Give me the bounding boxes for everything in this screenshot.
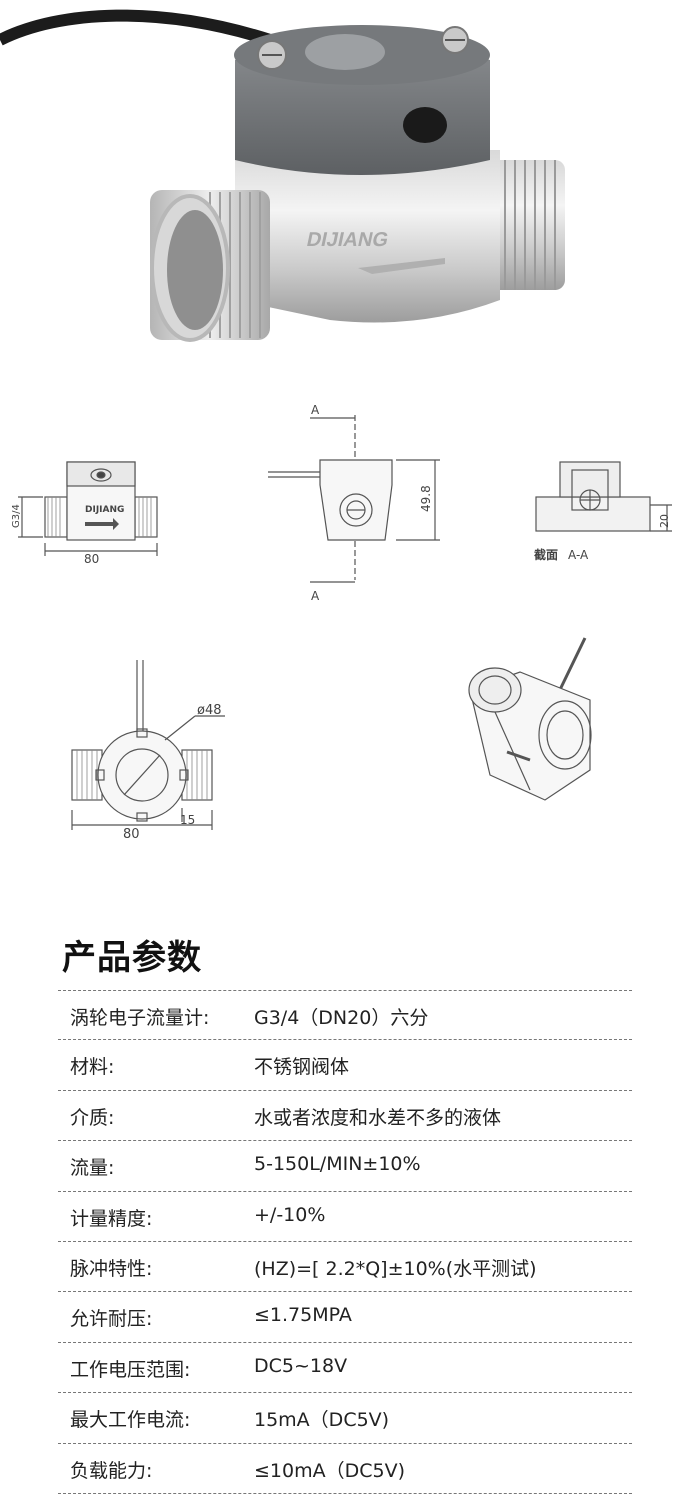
spec-label: 脉冲特性: [70, 1257, 153, 1280]
valve-body [235, 150, 500, 323]
spec-title: 产品参数 [62, 938, 202, 978]
section-view [535, 461, 672, 532]
bottom-length-label: 80 [123, 827, 140, 842]
diameter-label: ø48 [197, 703, 222, 718]
product-photo: DIJIANG [0, 9, 565, 342]
photo-brand-text: DIJIANG [305, 229, 391, 251]
front-arrow [85, 518, 119, 530]
spec-row: 涡轮电子流量计: G3/4（DN20）六分 [58, 990, 632, 1041]
thread-label: G3/4 [11, 504, 22, 528]
spec-row: 允许耐压: ≤1.75MPA [58, 1292, 632, 1343]
spec-row: 流量: 5-150L/MIN±10% [58, 1141, 632, 1192]
front-length-label: 80 [84, 552, 99, 566]
front-view [18, 461, 158, 556]
spec-label: 介质: [70, 1106, 115, 1129]
section-mark-bottom: A [311, 589, 320, 603]
cap-hole [403, 107, 447, 143]
spec-row: 负载能力: ≤10mA（DC5V) [58, 1444, 632, 1494]
spec-value: ≤10mA（DC5V) [254, 1459, 405, 1482]
isometric-view [468, 637, 592, 801]
spec-row: 计量精度: +/-10% [58, 1192, 632, 1242]
spec-value: ≤1.75MPA [254, 1304, 352, 1327]
spec-label: 允许耐压: [70, 1308, 153, 1331]
spec-value: G3/4（DN20）六分 [254, 1007, 429, 1029]
spec-value: (HZ)=[ 2.2*Q]±10%(水平测试) [254, 1257, 537, 1280]
spec-row: 材料: 不锈钢阀体 [58, 1040, 632, 1091]
cable [0, 9, 272, 46]
section-mark-top: A [311, 403, 320, 417]
side-view [268, 415, 440, 583]
spec-label: 计量精度: [70, 1207, 153, 1230]
spec-value: 不锈钢阀体 [254, 1056, 350, 1079]
spec-value: 15mA（DC5V) [254, 1409, 390, 1432]
flow-arrow [358, 258, 445, 274]
spec-table: 涡轮电子流量计: G3/4（DN20）六分 材料: 不锈钢阀体 介质: 水或者浓… [58, 990, 632, 1494]
spec-value: +/-10% [254, 1203, 326, 1226]
spec-value: DC5~18V [254, 1354, 348, 1377]
spec-value: 5-150L/MIN±10% [254, 1153, 421, 1176]
spec-label: 涡轮电子流量计: [70, 1007, 210, 1029]
height-label: 49.8 [419, 485, 433, 512]
spec-label: 负载能力: [70, 1459, 153, 1482]
section-caption-bold: 截面 [534, 547, 558, 562]
spec-label: 工作电压范围: [70, 1358, 191, 1381]
spec-value: 水或者浓度和水差不多的液体 [254, 1106, 502, 1129]
front-brand-text: DIJIANG [85, 505, 124, 515]
spec-label: 材料: [70, 1056, 115, 1079]
spec-row: 介质: 水或者浓度和水差不多的液体 [58, 1091, 632, 1142]
section-caption: A-A [568, 548, 589, 562]
spec-label: 流量: [70, 1157, 115, 1180]
section-dim-label: 20 [658, 514, 671, 528]
spec-row: 脉冲特性: (HZ)=[ 2.2*Q]±10%(水平测试) [58, 1242, 632, 1293]
left-thread [150, 190, 270, 342]
spec-row: 最大工作电流: 15mA（DC5V) [58, 1393, 632, 1444]
spec-label: 最大工作电流: [70, 1409, 191, 1432]
bottom-view [71, 660, 225, 830]
technical-drawings: DIJIANG G3/4 80 A A 49.8 20 截面 A-A [11, 403, 672, 842]
spec-row: 工作电压范围: DC5~18V [58, 1343, 632, 1394]
bottom-dim-label: 15 [180, 813, 195, 827]
